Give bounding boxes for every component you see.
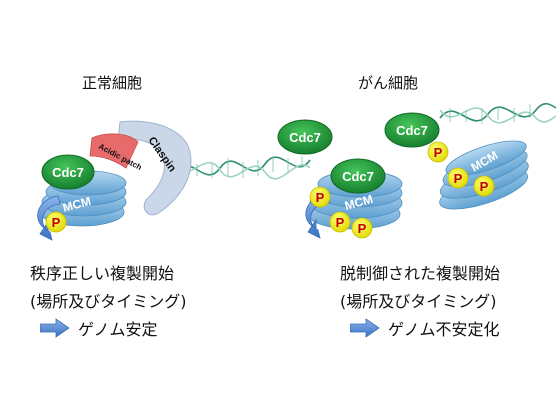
right-phosphate: P bbox=[427, 141, 449, 163]
right-phosphate-label: P bbox=[358, 221, 367, 236]
right-phosphate: P bbox=[351, 217, 373, 239]
cancer-result-line1: 脱制御された複製開始 bbox=[340, 264, 501, 283]
right-phosphate-label: P bbox=[336, 215, 345, 230]
normal-cell-heading: 正常細胞 bbox=[82, 74, 143, 92]
cancer-result-line2: (場所及びタイミング) bbox=[340, 292, 497, 311]
left-phosphate-label: P bbox=[52, 215, 61, 230]
cancer-outcome-label: ゲノム不安定化 bbox=[388, 320, 500, 339]
acidic-patch: Acidic patch bbox=[89, 133, 143, 172]
right-phosphate: P bbox=[447, 167, 469, 189]
right-phosphate: P bbox=[329, 211, 351, 233]
normal-result-line2: (場所及びタイミング) bbox=[30, 292, 187, 311]
left-diagram: Claspin Acidic patch MCM Cdc7 P bbox=[37, 120, 311, 241]
right-phospho-arrow bbox=[305, 193, 331, 239]
right-dna-helix bbox=[439, 102, 557, 124]
right-phosphate: P bbox=[309, 186, 331, 208]
cancer-outcome: ゲノム不安定化 bbox=[350, 316, 500, 340]
normal-outcome-label: ゲノム安定 bbox=[78, 320, 158, 339]
right-cdc7-upper: Cdc7 bbox=[384, 112, 440, 148]
normal-outcome: ゲノム安定 bbox=[40, 316, 158, 340]
right-cdc7-lower: Cdc7 bbox=[330, 158, 386, 194]
right-cdc7-free-label: Cdc7 bbox=[289, 130, 321, 145]
cancer-cell-heading: がん細胞 bbox=[358, 74, 419, 92]
right-phosphate-label: P bbox=[480, 179, 489, 194]
right-cdc7-upper-label: Cdc7 bbox=[396, 123, 428, 138]
right-cdc7-lower-label: Cdc7 bbox=[342, 169, 374, 184]
left-dna-helix bbox=[174, 156, 311, 180]
right-arrow-icon bbox=[40, 318, 70, 338]
claspin: Claspin bbox=[117, 120, 192, 216]
left-cdc7: Cdc7 bbox=[41, 154, 95, 190]
left-phosphate: P bbox=[45, 211, 67, 233]
right-phosphate-label: P bbox=[454, 171, 463, 186]
right-phosphate: P bbox=[473, 175, 495, 197]
right-diagram: MCM MCM Cdc7 Cdc7 Cdc7 P bbox=[277, 102, 557, 239]
left-phospho-arrow bbox=[37, 195, 61, 241]
right-phosphate-label: P bbox=[434, 145, 443, 160]
right-cdc7-free: Cdc7 bbox=[277, 119, 333, 155]
right-phosphate-label: P bbox=[316, 190, 325, 205]
right-arrow-icon bbox=[350, 318, 380, 338]
normal-result-line1: 秩序正しい複製開始 bbox=[30, 264, 175, 283]
left-cdc7-label: Cdc7 bbox=[52, 165, 84, 180]
